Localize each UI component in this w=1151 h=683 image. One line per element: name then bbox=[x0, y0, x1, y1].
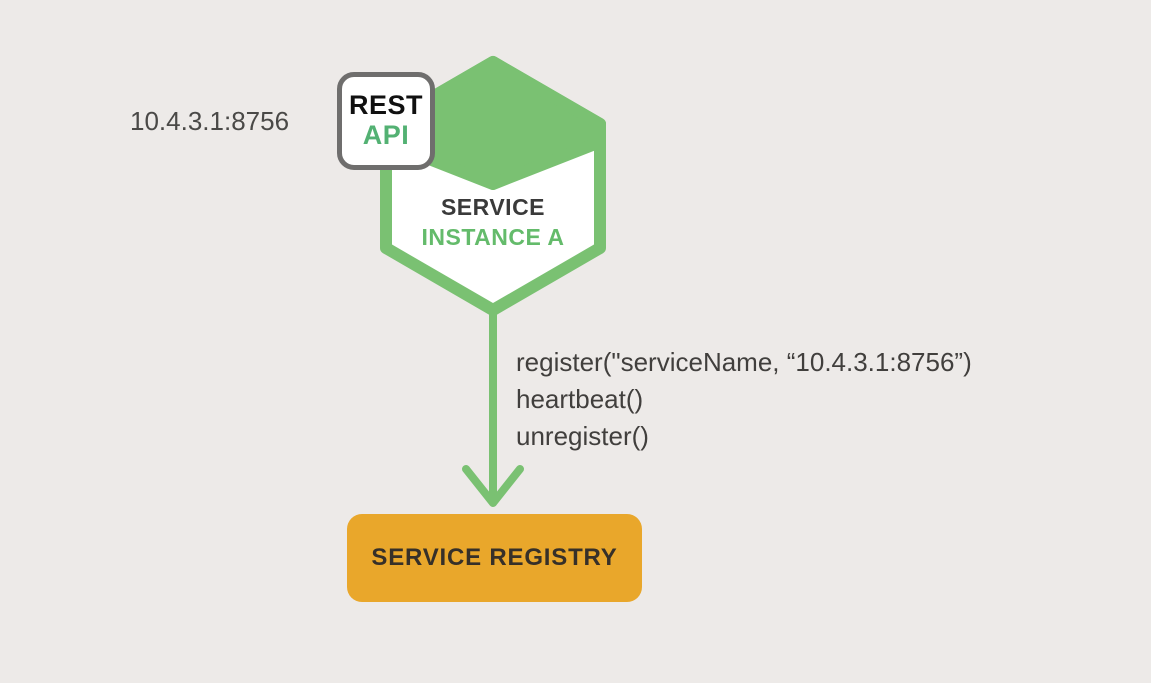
rest-label: REST bbox=[348, 90, 423, 121]
service-instance-title: SERVICE bbox=[440, 194, 546, 220]
heartbeat-call-label: heartbeat() bbox=[516, 384, 644, 414]
register-call-label: register("serviceName, “10.4.3.1:8756”) bbox=[516, 347, 972, 377]
service-instance-name: INSTANCE A bbox=[421, 224, 565, 250]
arrow-down-icon bbox=[462, 308, 524, 507]
registry-calls: register("serviceName, “10.4.3.1:8756”) … bbox=[516, 344, 972, 455]
service-registry-box: SERVICE REGISTRY bbox=[347, 514, 642, 602]
instance-address-label: 10.4.3.1:8756 bbox=[130, 106, 290, 136]
rest-api-badge: REST API bbox=[337, 72, 435, 170]
service-registry-label: SERVICE REGISTRY bbox=[371, 544, 618, 571]
unregister-call-label: unregister() bbox=[516, 421, 649, 451]
api-label: API bbox=[362, 120, 410, 150]
